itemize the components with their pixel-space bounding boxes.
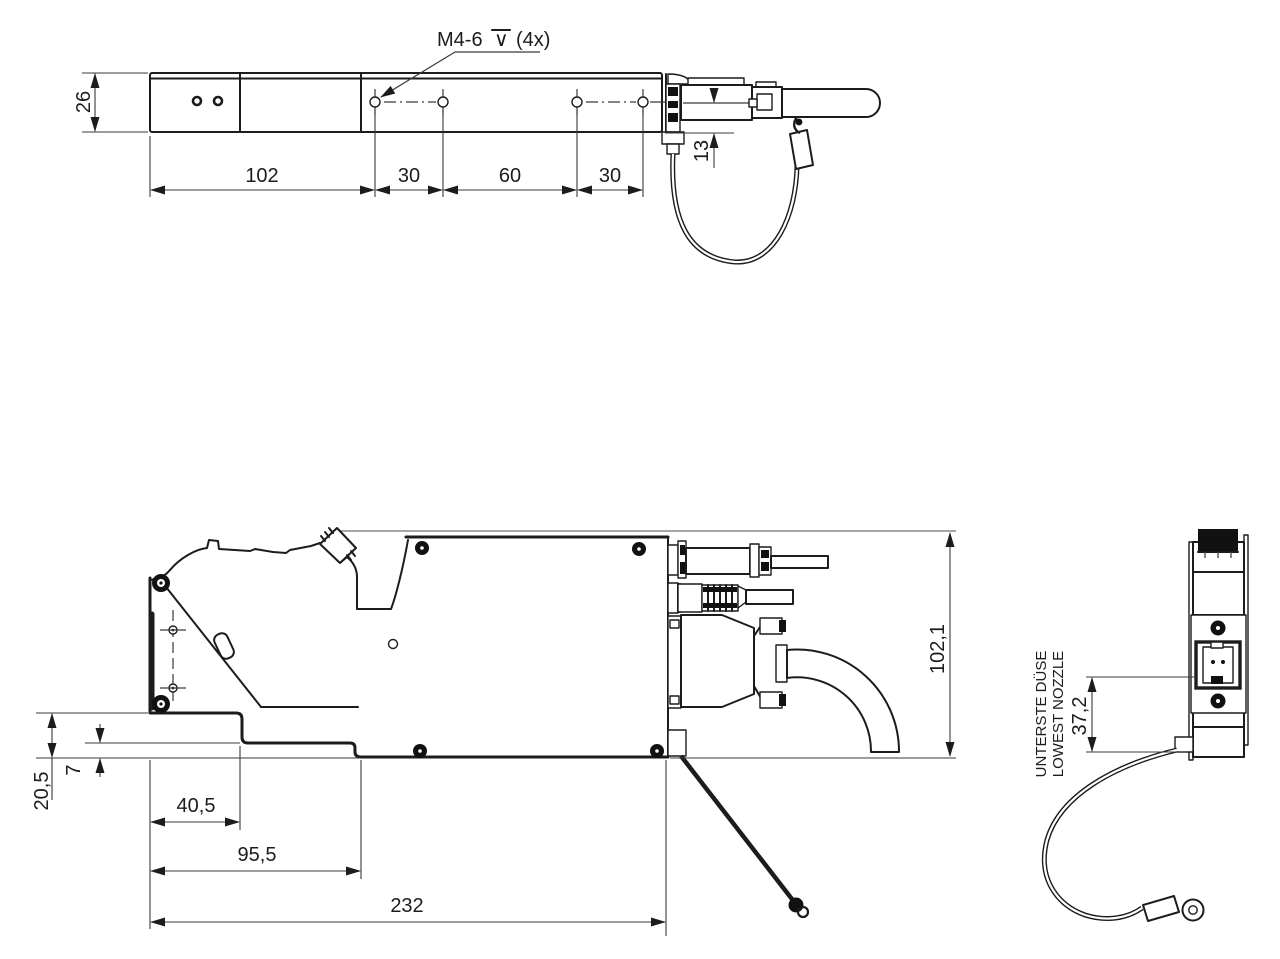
dim-37-2-label: 37,2 [1069,697,1091,736]
dim-chain-top: 102 30 60 30 [149,110,644,197]
screw-head [413,744,427,758]
dim-102-1: 102,1 [670,532,956,759]
dim-20-5-label: 20,5 [31,772,53,811]
dim-20-5: 20,5 [31,712,360,811]
note-line2: LOWEST NOZZLE [1050,651,1067,777]
guide-roller [152,574,170,592]
cable-ferrule [1142,895,1180,922]
dim-60-label: 60 [499,165,521,187]
top-view: M4-6 ∨ (4x) [73,29,881,265]
dsub-connector [667,614,901,753]
dim-232: 232 [150,760,667,936]
dim-7: 7 [63,724,240,777]
ground-cable [1041,747,1205,922]
thumb-screw [759,617,783,635]
screw-head [415,541,429,555]
dsub-cable [786,648,901,753]
dim-26-label: 26 [73,91,95,113]
m4-hole [369,96,381,108]
guide-roller [152,695,170,713]
m4-hole [571,96,583,108]
dim-232-label: 232 [390,895,423,917]
m4-hole [437,96,449,108]
note-line1: UNTERSTE DÜSE [1032,651,1050,778]
thumb-lever [319,527,357,564]
dim-26: 26 [73,72,148,133]
end-view: UNTERSTE DÜSE LOWEST NOZZLE 37,2 [1032,529,1249,922]
dim-40-5-label: 40,5 [177,795,216,817]
dim-40-5: 40,5 [149,746,241,929]
cable-loop-top [670,116,814,265]
cable-stub [1174,736,1194,753]
thumb-screw [759,691,783,709]
dim-30a-label: 30 [398,165,420,187]
pin-hole [212,95,224,107]
dim-95-5-label: 95,5 [238,844,277,866]
screw-head [650,744,664,758]
thread-callout: M4-6 ∨ (4x) [380,29,550,98]
dim-30b-label: 30 [599,165,621,187]
screw-head [632,542,646,556]
dim-13: 13 [665,88,734,168]
thread-callout-suffix: (4x) [516,29,550,51]
dim-102-1-label: 102,1 [927,624,949,674]
screw-head [1210,620,1226,636]
handle-rod [781,88,881,118]
m4-hole [637,96,649,108]
handle-assembly-top [661,73,881,155]
screw-head [1210,693,1226,709]
lanyard [667,729,810,919]
pneumatic-fitting [667,540,829,579]
dim-37-2: 37,2 [1069,676,1196,753]
sensor-connector [667,582,794,614]
dim-102-label: 102 [245,165,278,187]
dim-95-5: 95,5 [150,760,362,879]
cable-ferrule [789,129,814,170]
black-cap [1198,529,1238,552]
side-view: 20,5 7 40,5 95,5 232 102,1 [31,527,956,936]
dim-13-label: 13 [691,140,713,162]
dim-7-label: 7 [63,764,85,775]
nozzle-note: UNTERSTE DÜSE LOWEST NOZZLE [1032,651,1067,778]
slot [213,632,235,660]
small-hole [387,638,399,650]
depth-symbol: ∨ [494,29,509,51]
feeder-body-end [1174,529,1249,761]
thread-callout-prefix: M4-6 [437,29,483,51]
pin-hole [191,95,203,107]
nozzle-connector [1194,640,1242,690]
feeder-body-side [148,527,670,759]
